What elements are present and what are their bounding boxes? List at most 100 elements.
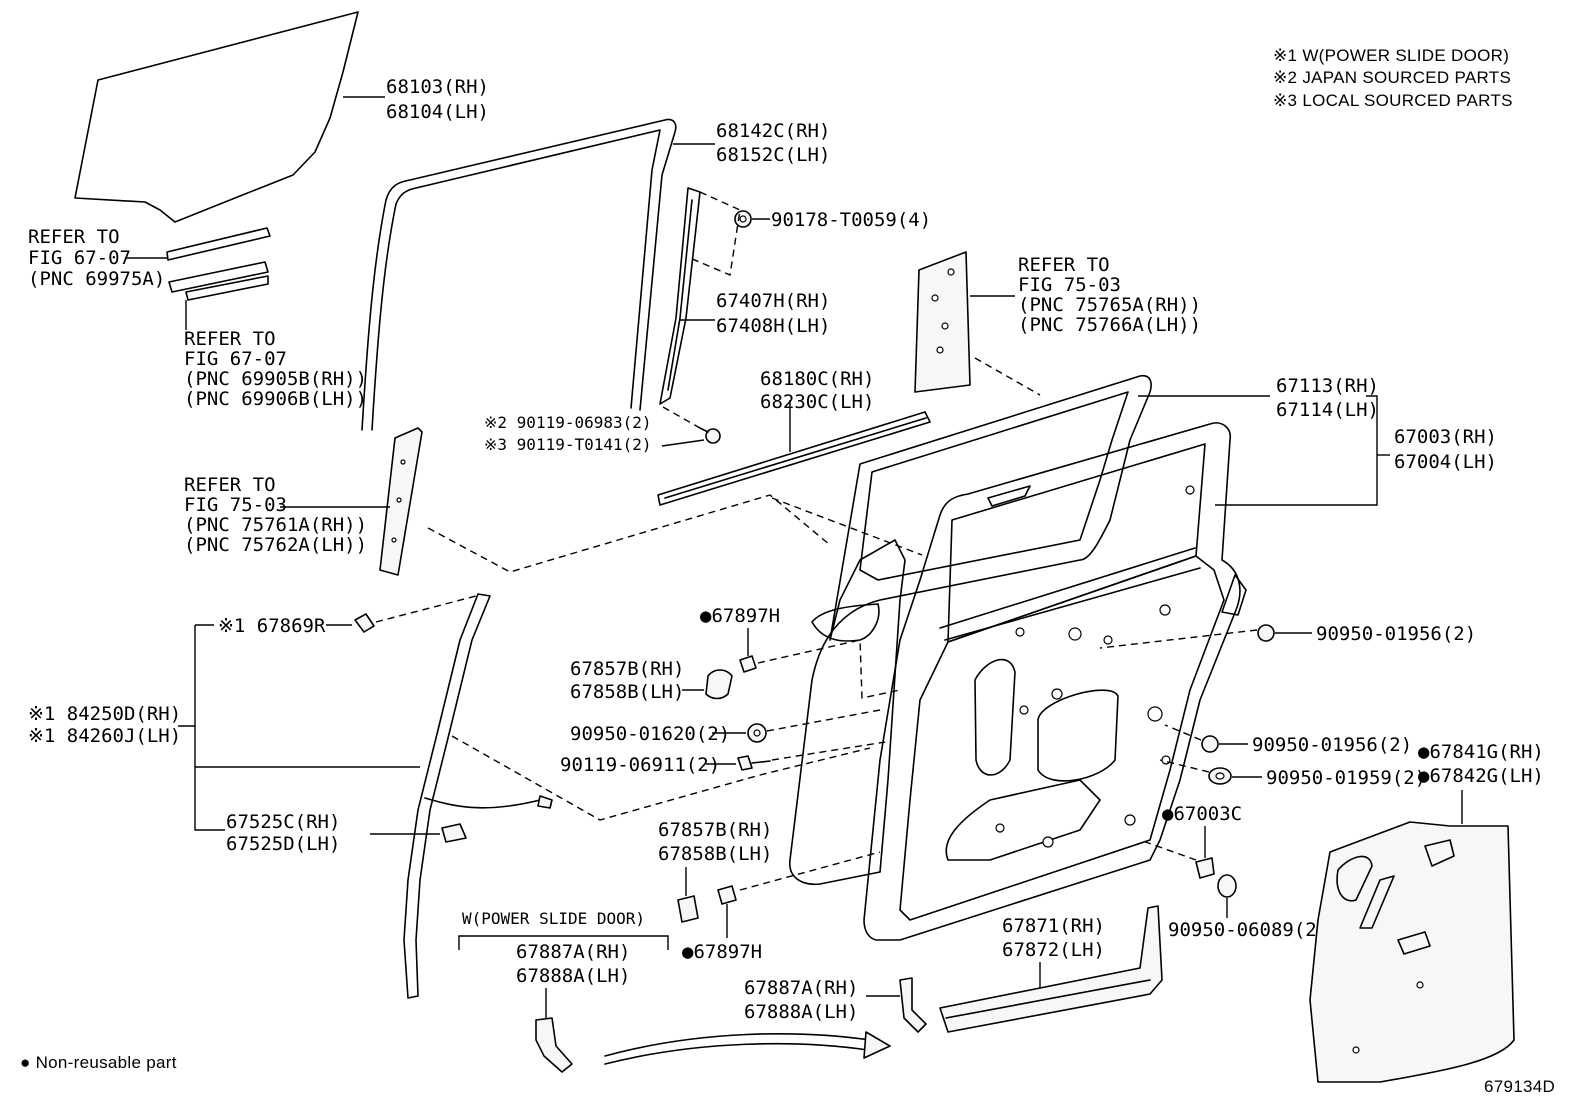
note-power-slide-door: ※1 W(POWER SLIDE DOOR) <box>1273 46 1509 65</box>
label-68152c: 68152C(LH) <box>716 144 830 166</box>
seal-67003c-part <box>1195 857 1215 879</box>
label-67114: 67114(LH) <box>1276 399 1379 421</box>
wire-harness-part <box>403 593 553 999</box>
note-japan-sourced: ※2 JAPAN SOURCED PARTS <box>1273 68 1511 87</box>
dash-ref3 <box>427 494 831 573</box>
dash-plug-1620 <box>766 709 881 732</box>
hole-cover-lower-part <box>677 895 699 923</box>
leader-bolt <box>661 439 705 447</box>
label-67113: 67113(RH) <box>1276 375 1379 397</box>
label-67003: 67003(RH) <box>1394 426 1497 448</box>
ref1-line-c: (PNC 69975A) <box>28 268 165 290</box>
ref1-line-b: FIG 67-07 <box>28 247 131 269</box>
label-68142c: 68142C(RH) <box>716 120 830 142</box>
ref4-line-d: (PNC 75766A(LH)) <box>1018 314 1201 336</box>
label-90950-01956-a: 90950-01956(2) <box>1316 623 1476 645</box>
label-67888a-right: 67888A(LH) <box>744 1001 858 1023</box>
ref2-line-a: REFER TO <box>184 328 276 350</box>
ref3-line-b: FIG 75-03 <box>184 494 287 516</box>
note-local-sourced: ※3 LOCAL SOURCED PARTS <box>1273 91 1513 110</box>
figure-code: 679134D <box>1484 1077 1555 1096</box>
label-67004: 67004(LH) <box>1394 451 1497 473</box>
belt-molding-part-2 <box>168 261 269 301</box>
label-67888a-left: 67888A(LH) <box>516 965 630 987</box>
dash-weatherstrip <box>771 497 923 556</box>
label-67857b: 67857B(RH) <box>570 658 684 680</box>
psd-bracket <box>458 935 669 950</box>
bracket-harness <box>194 625 225 831</box>
dash-seal-top <box>757 639 901 699</box>
label-67897h-top: ●67897H <box>700 605 780 627</box>
label-90178: 90178-T0059(4) <box>771 209 931 231</box>
label-67525d: 67525D(LH) <box>226 833 340 855</box>
label-67858b-lower: 67858B(LH) <box>658 843 772 865</box>
dash-67003c <box>1139 839 1197 861</box>
label-67872: 67872(LH) <box>1002 939 1105 961</box>
label-67003c: ●67003C <box>1162 803 1242 825</box>
label-68104: 68104(LH) <box>386 101 489 123</box>
label-67408h: 67408H(LH) <box>716 315 830 337</box>
plug-90950-01956-a-part <box>1257 624 1275 642</box>
label-67842g: ●67842G(LH) <box>1418 765 1544 787</box>
belt-molding-part-1 <box>166 227 271 261</box>
label-67897h-bottom: ●67897H <box>682 941 762 963</box>
dash-bolt <box>662 406 701 429</box>
plug-90950-01956-b-part <box>1201 735 1219 753</box>
ref4-line-c: (PNC 75765A(RH)) <box>1018 294 1201 316</box>
door-glass-part <box>74 11 359 223</box>
label-68103: 68103(RH) <box>386 76 489 98</box>
pillar-garnish-part-lower <box>379 427 423 576</box>
dash-plug-1956b <box>1164 724 1202 741</box>
dash-clip <box>375 595 477 623</box>
dash-harness <box>451 735 871 821</box>
lower-frame-part <box>939 905 1163 1033</box>
ref1-line-a: REFER TO <box>28 226 120 248</box>
label-67869r: ※1 67869R <box>218 615 326 637</box>
label-67407h: 67407H(RH) <box>716 290 830 312</box>
dash-plug-1956a <box>1099 629 1258 649</box>
label-68230c: 68230C(LH) <box>760 391 874 413</box>
window-frame-part <box>361 118 677 431</box>
bolt-90119-06911-part <box>737 755 771 771</box>
ref2-line-c: (PNC 69905B(RH)) <box>184 368 367 390</box>
dash-plug-1959 <box>1159 759 1210 773</box>
outer-panel-part <box>789 374 1152 885</box>
label-67841g: ●67841G(RH) <box>1418 741 1544 763</box>
label-84250d: ※1 84250D(RH) <box>28 703 181 725</box>
dash-seal-bottom <box>739 851 881 891</box>
dash-nut <box>689 191 741 276</box>
label-84260j: ※1 84260J(LH) <box>28 725 181 747</box>
ref4-line-b: FIG 75-03 <box>1018 274 1121 296</box>
dash-ref4 <box>974 357 1041 396</box>
label-90119-t0141: ※3 90119-T0141(2) <box>484 435 652 454</box>
dash-bolt-6911 <box>771 741 886 761</box>
pillar-garnish-part-upper <box>914 251 971 393</box>
label-psd-note: W(POWER SLIDE DOOR) <box>462 909 645 928</box>
bolt-90119-part <box>699 427 721 444</box>
label-90119-06911: 90119-06911(2) <box>560 754 720 776</box>
seal-67897h-bottom-part <box>717 885 737 905</box>
door-inner-assembly <box>863 422 1247 941</box>
nut-90178-part <box>734 210 752 228</box>
label-90950-06089: 90950-06089(2) <box>1168 919 1328 941</box>
seal-67897h-top-part <box>739 655 757 673</box>
plug-90950-01959-part <box>1208 767 1232 785</box>
ref3-line-a: REFER TO <box>184 474 276 496</box>
ref2-line-b: FIG 67-07 <box>184 348 287 370</box>
door-trim-panel-part <box>1309 821 1515 1083</box>
plug-90950-06089-part <box>1217 874 1237 898</box>
label-67858b: 67858B(LH) <box>570 681 684 703</box>
ref3-line-c: (PNC 75761A(RH)) <box>184 514 367 536</box>
clip-67869r-part <box>354 613 375 633</box>
label-67887a-left: 67887A(RH) <box>516 941 630 963</box>
garnish-67887a-left-part <box>535 1017 573 1073</box>
garnish-67887a-right-part <box>899 977 927 1033</box>
direction-arrow <box>604 1031 891 1065</box>
label-67857b-lower: 67857B(RH) <box>658 819 772 841</box>
ref2-line-d: (PNC 69906B(LH)) <box>184 388 367 410</box>
label-90950-01956-b: 90950-01956(2) <box>1252 734 1412 756</box>
label-90950-01620: 90950-01620(2) <box>570 723 730 745</box>
ref4-line-a: REFER TO <box>1018 254 1110 276</box>
legend-non-reusable: ● Non-reusable part <box>20 1053 177 1072</box>
